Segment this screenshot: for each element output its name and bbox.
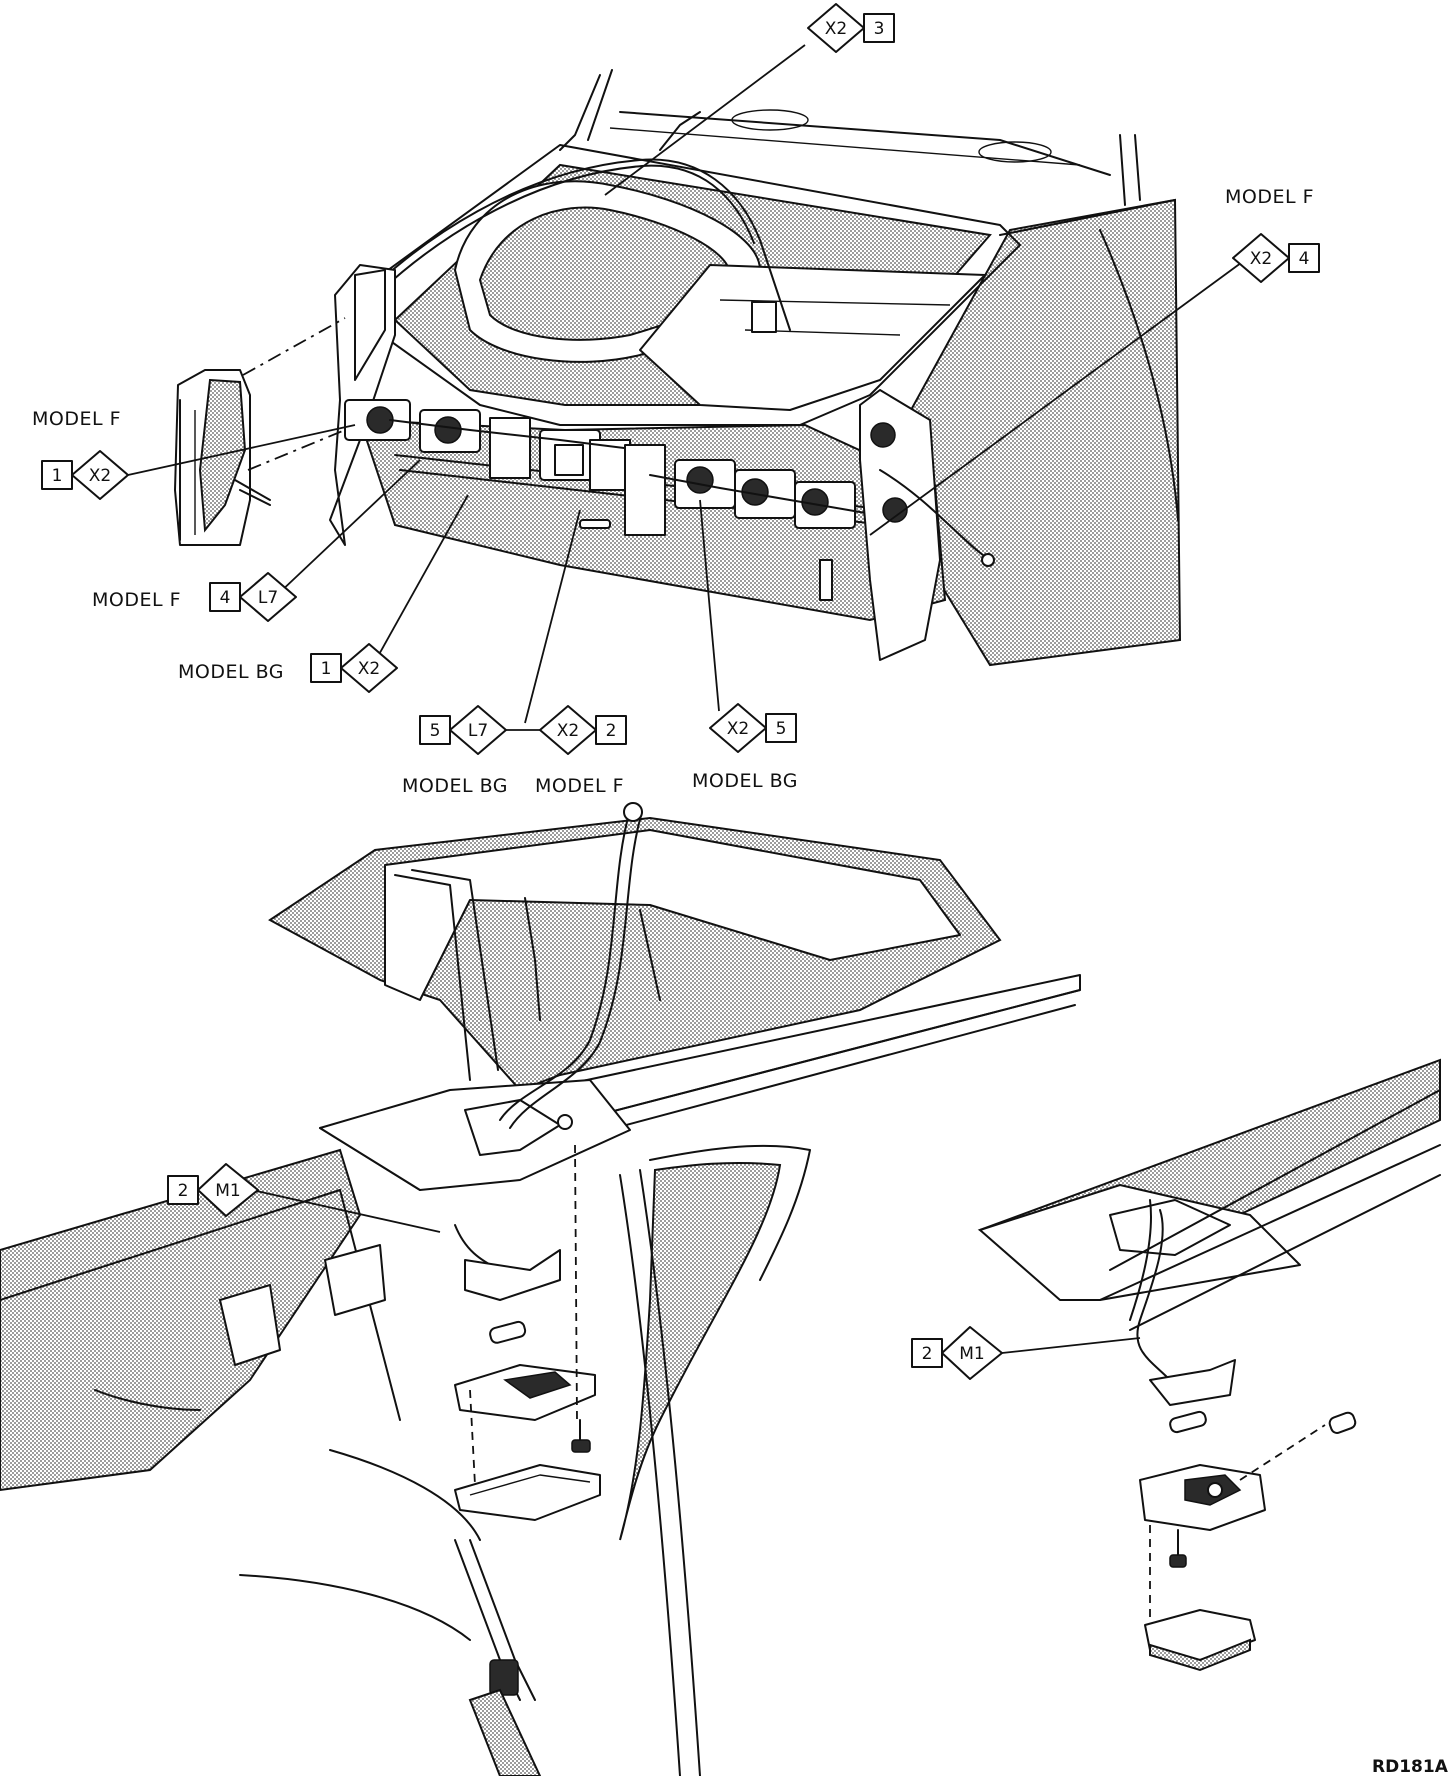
callout-5-l7: 5 L7 [419,705,507,755]
model-bg-label-x2-5: MODEL BG [692,770,798,792]
alternate-lamp-illustration [977,1058,1441,1672]
svg-text:M1: M1 [215,1181,240,1201]
lamp-socket-row-right [624,444,901,536]
left-tail-lamp-lens [174,317,346,546]
callout-x2-2: X2 2 [539,705,627,755]
lamp-socket-row-left [344,399,641,491]
svg-text:X2: X2 [89,466,111,486]
callout-1-x2-model-bg: 1 X2 [310,643,398,693]
svg-text:5: 5 [776,719,787,739]
model-f-label-l7-4: MODEL F [92,589,181,611]
model-bg-label-l7-5: MODEL BG [402,775,508,797]
diagram-id: RD181A [1372,1757,1449,1776]
trunk-illustration [174,69,1182,667]
callout-x2-5: X2 5 [709,703,797,753]
model-f-label-x2-2: MODEL F [535,775,624,797]
svg-text:4: 4 [220,588,231,608]
svg-text:L7: L7 [258,588,278,608]
callout-2-m1-right: 2 M1 [911,1326,1003,1380]
svg-text:4: 4 [1299,249,1310,269]
svg-text:1: 1 [321,659,332,679]
model-bg-label-x2-1: MODEL BG [178,661,284,683]
svg-text:1: 1 [52,466,63,486]
model-f-label-left: MODEL F [32,408,121,430]
svg-text:5: 5 [430,721,441,741]
callout-4-l7: 4 L7 [209,572,297,622]
svg-text:M1: M1 [959,1344,984,1364]
callout-1-x2-model-f: 1 X2 [41,450,129,500]
svg-text:X2: X2 [727,719,749,739]
svg-text:X2: X2 [358,659,380,679]
svg-text:X2: X2 [557,721,579,741]
svg-text:X2: X2 [1250,249,1272,269]
svg-text:2: 2 [606,721,617,741]
svg-text:2: 2 [178,1181,189,1201]
svg-text:X2: X2 [825,19,847,39]
svg-text:L7: L7 [468,721,488,741]
svg-text:2: 2 [922,1344,933,1364]
trunk-lid-lamp-illustration [0,802,1081,1777]
callout-2-m1-left: 2 M1 [167,1163,259,1217]
model-f-label-top-right: MODEL F [1225,186,1314,208]
svg-text:3: 3 [874,19,885,39]
callout-leaders [127,44,1246,1354]
callout-x2-3: X2 3 [807,3,895,53]
callout-x2-4: X2 4 [1232,233,1320,283]
